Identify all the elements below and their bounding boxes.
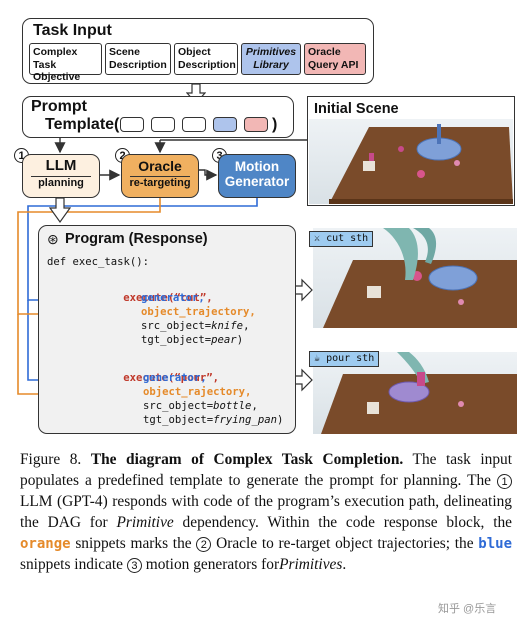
oracle-title: Oracle	[138, 158, 182, 174]
program-title: Program (Response)	[65, 231, 208, 247]
cut-scene-image	[313, 228, 517, 328]
task-input-box: Task Input Complex Task Objective Scene …	[22, 18, 374, 84]
code-def: def exec_task():	[47, 256, 150, 268]
oracle-box: Oracle re-targeting	[121, 154, 199, 198]
caption-text: Oracle to re-target object trajectories;…	[216, 535, 474, 552]
code-block-cut: execute(“cut”,	[85, 278, 213, 319]
code-src-key: src_object=	[141, 320, 212, 332]
code-cut-tgt: tgt_object=pear)	[141, 334, 243, 348]
caption-blue: blue	[478, 536, 513, 552]
caption-text: snippets indicate	[20, 556, 124, 573]
code-src-val: bottle	[213, 400, 252, 412]
caption-marker-1: 1	[497, 474, 512, 489]
knife-icon: ⚔	[314, 233, 321, 244]
llm-sub: planning	[38, 177, 84, 189]
motion-title-2: Generator	[224, 174, 290, 189]
initial-scene-panel: Initial Scene	[307, 96, 515, 206]
code-tgt-key: tgt_object=	[143, 414, 214, 426]
code-execute-keyword: execute	[123, 291, 168, 304]
code-close: )	[236, 334, 244, 346]
code-pour-arg: (“pour”,	[167, 371, 219, 384]
pour-tag-label: pour sth	[326, 353, 375, 364]
task-input-title: Task Input	[33, 22, 112, 39]
pour-scene-render	[321, 352, 517, 434]
primitives-word: Primitives Library	[245, 46, 297, 71]
code-cut-src: src_object=knife,	[141, 320, 250, 332]
template-slot	[182, 117, 206, 132]
code-cut-arg: (“cut”,	[167, 291, 213, 304]
caption-italic: Primitives	[279, 556, 343, 573]
caption-text: .	[342, 556, 347, 573]
initial-scene-title: Initial Scene	[314, 101, 399, 117]
code-pour-trajectory: object_rajectory,	[143, 386, 252, 398]
task-input-item-primitives: Primitives Library	[241, 43, 301, 75]
caption-bold: The diagram of Complex Task Completion.	[90, 451, 404, 468]
code-src-key: src_object=	[143, 400, 214, 412]
llm-divider	[31, 176, 91, 177]
cut-tag-label: cut sth	[326, 233, 369, 244]
caption-text: The task input populates a predefined te…	[20, 451, 513, 489]
program-box: ⊛ Program (Response) def exec_task(): ex…	[38, 225, 296, 434]
caption-marker-2: 2	[196, 537, 212, 552]
figure-caption: Figure 8. The diagram of Complex Task Co…	[20, 449, 512, 575]
prompt-title: Prompt	[31, 98, 87, 115]
llm-title: LLM	[45, 157, 77, 174]
cut-tag: ⚔ cut sth	[309, 231, 374, 247]
watermark: 知乎 @乐言	[438, 603, 497, 615]
initial-scene-image	[309, 119, 513, 204]
figure: Task Input Complex Task Objective Scene …	[14, 18, 517, 434]
code-src-val: knife	[211, 320, 244, 332]
code-cut-generator: generator,	[141, 292, 205, 304]
template-slot-oracle	[244, 117, 268, 132]
code-tgt-val: pear	[211, 334, 237, 346]
caption-text: LLM (GPT-4) responds with code of the pr…	[20, 493, 512, 531]
task-input-item-objective: Complex Task Objective	[29, 43, 102, 83]
task-input-item-oracle-api: Oracle Query API	[304, 43, 366, 75]
caption-text: snippets marks the	[75, 535, 192, 552]
caption-marker-3: 3	[126, 558, 142, 573]
oracle-sub: re-targeting	[129, 177, 191, 189]
caption-orange: orange	[20, 536, 71, 552]
caption-text: motion generators for	[145, 556, 280, 573]
oracle-divider	[130, 176, 190, 177]
code-close: )	[276, 414, 284, 426]
template-slot-primitives	[213, 117, 237, 132]
code-pour-generator: generator,	[143, 372, 207, 384]
caption-fig-label: Figure 8.	[20, 451, 82, 468]
prompt-template-label: Template(	[45, 116, 120, 133]
scene-render	[329, 124, 513, 204]
motion-title: Motion	[234, 159, 280, 174]
template-slot	[151, 117, 175, 132]
template-slot	[120, 117, 144, 132]
code-cut-trajectory: object_trajectory,	[141, 306, 256, 318]
llm-box: LLM planning	[22, 154, 100, 198]
task-input-item-scene: Scene Description	[105, 43, 171, 75]
cut-scene-render	[323, 228, 517, 328]
cup-icon: ☕	[314, 353, 321, 364]
code-pour-tgt: tgt_object=frying_pan)	[143, 414, 283, 428]
code-execute-keyword: execute	[123, 371, 168, 384]
caption-text: dependency. Within the code response blo…	[182, 514, 512, 531]
task-input-item-object: Object Description	[174, 43, 238, 75]
prompt-box: Prompt Template( )	[22, 96, 294, 138]
code-tgt-key: tgt_object=	[141, 334, 212, 346]
code-tgt-val: frying_pan	[213, 414, 277, 426]
code-block-pour: execute(“pour”,	[85, 358, 219, 399]
motion-box: Motion Generator	[218, 154, 296, 198]
code-pour-src: src_object=bottle,	[143, 400, 258, 412]
pour-tag: ☕ pour sth	[309, 351, 380, 367]
caption-italic: Primitive	[116, 514, 174, 531]
gpt-icon: ⊛	[47, 231, 59, 247]
prompt-template-close: )	[272, 116, 278, 133]
